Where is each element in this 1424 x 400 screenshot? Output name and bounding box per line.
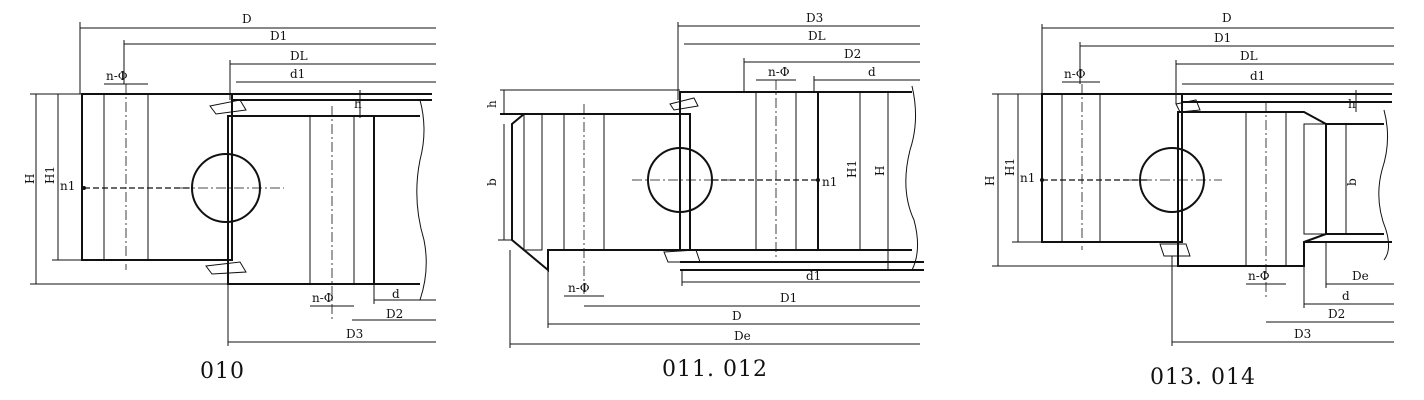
dim-n-phi-bottom: n-Φ	[568, 281, 590, 295]
dim-D3: D3	[806, 11, 823, 25]
dim-b: b	[485, 178, 499, 186]
inner-ring-section	[1177, 111, 1327, 267]
caption-013-014: 013. 014	[1150, 365, 1256, 390]
dim-n1: n1	[1020, 171, 1035, 185]
dim-D2: D2	[844, 47, 861, 61]
dim-d1: d1	[1250, 69, 1265, 83]
dim-b: b	[1345, 178, 1359, 186]
inner-ring-section	[679, 91, 819, 251]
dim-h: h	[1348, 97, 1356, 111]
dim-D: D	[1222, 11, 1232, 25]
caption-011-012: 011. 012	[662, 357, 768, 382]
dim-D: D	[732, 309, 742, 323]
dim-d1: d1	[806, 269, 821, 283]
dim-d1: d1	[290, 67, 305, 81]
outer-ring-section	[81, 93, 233, 261]
dim-D2: D2	[386, 307, 403, 321]
dim-D3: D3	[346, 327, 363, 341]
bottom-seal	[663, 249, 701, 263]
dim-D1: D1	[780, 291, 797, 305]
caption-010: 010	[200, 359, 245, 384]
dim-DL: DL	[808, 29, 826, 43]
dim-d: d	[392, 287, 400, 301]
outer-ring-section	[511, 113, 691, 273]
dim-n-phi-top: n-Φ	[768, 65, 790, 79]
dim-D1: D1	[1214, 31, 1231, 45]
dim-H1: H1	[1003, 158, 1017, 176]
inner-ring-section	[227, 115, 375, 285]
drawing-011-012: D3 DL D2 d n-Φ h b n1 H1 H d1 n-Φ D1 D D…	[485, 11, 924, 382]
bottom-seal	[205, 261, 247, 275]
dim-h: h	[354, 97, 362, 111]
dim-D2: D2	[1328, 307, 1345, 321]
dim-n1: n1	[822, 175, 837, 189]
dim-n1: n1	[60, 179, 75, 193]
dim-d: d	[868, 65, 876, 79]
dim-n-phi-top: n-Φ	[106, 69, 128, 83]
outer-ring-section	[1041, 93, 1183, 243]
dim-h: h	[485, 100, 499, 108]
bottom-seal	[1159, 243, 1191, 257]
dim-D3: D3	[1294, 327, 1311, 341]
dim-n-phi-top: n-Φ	[1064, 67, 1086, 81]
top-seal	[1175, 99, 1201, 113]
dim-DL: DL	[1240, 49, 1258, 63]
dim-H1: H1	[43, 166, 57, 184]
dim-H: H	[873, 166, 887, 176]
outer-bolt-hole	[1061, 93, 1101, 243]
dim-H: H	[23, 174, 37, 184]
dim-H1: H1	[845, 160, 859, 178]
dim-D1: D1	[270, 29, 287, 43]
dim-n-phi-bottom: n-Φ	[1248, 269, 1270, 283]
dim-H: H	[983, 176, 997, 186]
drawing-013-014: D D1 DL d1 h n-Φ H H1 n1 b n-Φ De d D2 D…	[983, 11, 1394, 390]
top-seal	[669, 97, 699, 111]
drawing-010: D D1 DL d1 h n-Φ H H1 n1 n-Φ d D2 D3 010	[23, 12, 436, 384]
dim-d: d	[1342, 289, 1350, 303]
dim-De: De	[734, 329, 751, 343]
dim-D: D	[242, 12, 252, 26]
top-seal	[209, 99, 247, 115]
dim-De: De	[1352, 269, 1369, 283]
dim-DL: DL	[290, 49, 308, 63]
dim-n-phi-bottom: n-Φ	[312, 291, 334, 305]
